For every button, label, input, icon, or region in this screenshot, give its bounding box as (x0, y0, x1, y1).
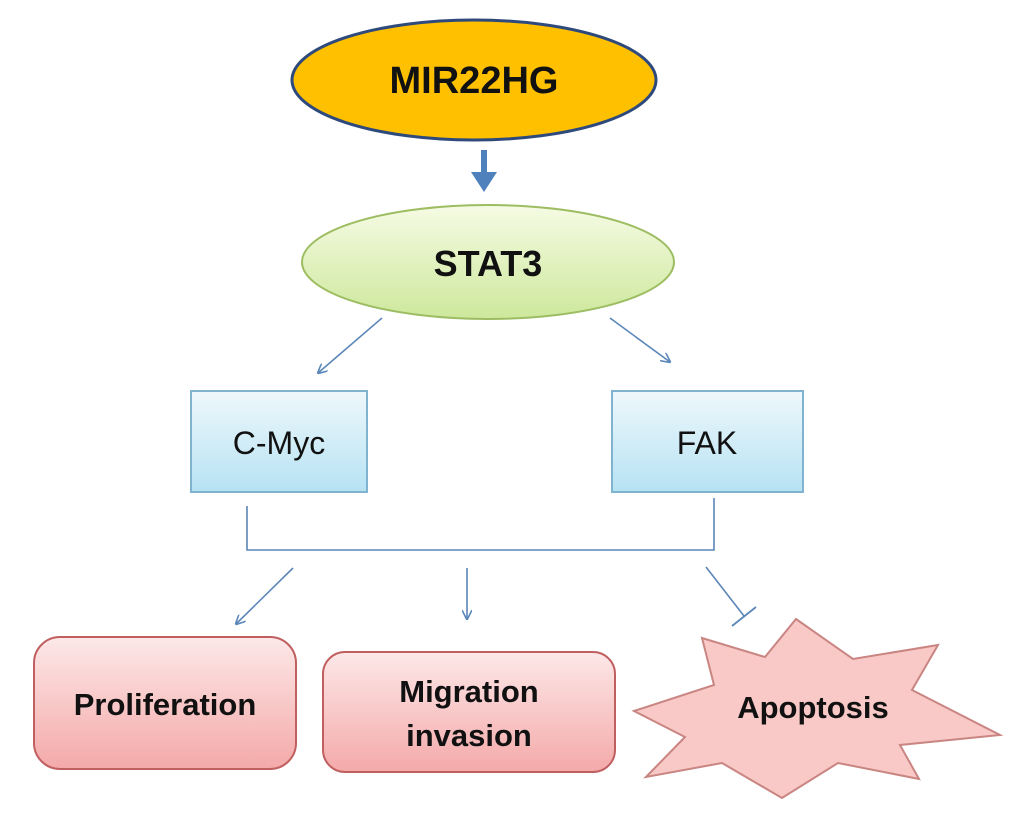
proliferation-label: Proliferation (74, 687, 257, 722)
apoptosis-label: Apoptosis (737, 690, 889, 725)
node-cmyc: C-Myc (190, 390, 368, 493)
cmyc-label: C-Myc (233, 425, 325, 461)
migration-box (322, 651, 616, 773)
fak-box (611, 390, 804, 493)
node-migration-invasion: Migration invasion (322, 651, 616, 773)
node-apoptosis: Apoptosis (631, 617, 1004, 800)
migration-label-line1: Migration (399, 674, 539, 709)
proliferation-box (33, 636, 297, 770)
join-bracket (246, 498, 715, 551)
stat3-ellipse (301, 204, 675, 320)
edge-stat3-fak (609, 317, 670, 362)
edge-to-proliferation (236, 567, 294, 624)
node-fak: FAK (611, 390, 804, 493)
edge-inhibit-apoptosis (705, 566, 757, 627)
fak-label: FAK (677, 425, 737, 461)
mir22hg-ellipse (290, 18, 658, 142)
apoptosis-star (631, 617, 1004, 800)
stat3-label: STAT3 (434, 243, 543, 284)
node-mir22hg: MIR22HG (290, 18, 658, 142)
cmyc-box (190, 390, 368, 493)
mir22hg-label: MIR22HG (390, 60, 559, 102)
edge-stat3-cmyc (318, 317, 383, 373)
migration-label-line2: invasion (406, 718, 532, 753)
edge-mir22hg-stat3 (471, 150, 497, 192)
node-proliferation: Proliferation (33, 636, 297, 770)
node-stat3: STAT3 (301, 204, 675, 320)
